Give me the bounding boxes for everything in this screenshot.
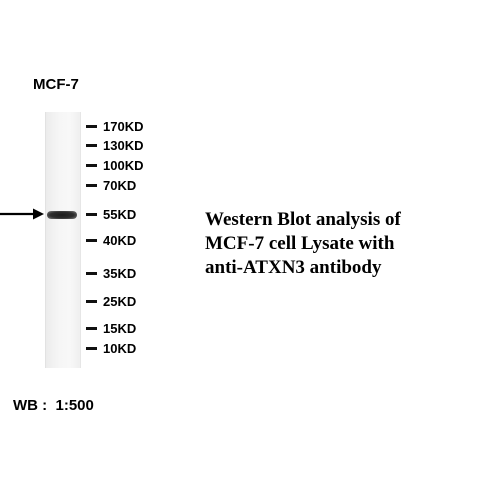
caption-line: anti-ATXN3 antibody xyxy=(205,257,382,278)
marker-tick xyxy=(86,124,97,128)
marker-label: 100KD xyxy=(103,157,144,173)
caption-line: Western Blot analysis of xyxy=(205,209,401,230)
caption-line: MCF-7 cell Lysate with xyxy=(205,233,395,254)
marker-25: 25KD xyxy=(86,293,137,309)
lane-label: MCF-7 xyxy=(33,76,79,93)
marker-label: 40KD xyxy=(103,232,137,248)
figure-caption: Western Blot analysis of MCF-7 cell Lysa… xyxy=(205,208,401,280)
marker-tick xyxy=(86,212,97,216)
marker-70: 70KD xyxy=(86,177,137,193)
marker-label: 25KD xyxy=(103,293,137,309)
marker-35: 35KD xyxy=(86,265,137,281)
marker-tick xyxy=(86,299,97,303)
marker-tick xyxy=(86,143,97,147)
marker-10: 10KD xyxy=(86,340,137,356)
marker-label: 170KD xyxy=(103,118,144,134)
marker-label: 70KD xyxy=(103,177,137,193)
arrow-right-icon xyxy=(0,208,44,220)
marker-label: 55KD xyxy=(103,206,137,222)
marker-170: 170KD xyxy=(86,118,144,134)
marker-tick xyxy=(86,238,97,242)
blot-lane xyxy=(45,112,81,368)
marker-tick xyxy=(86,346,97,350)
marker-55: 55KD xyxy=(86,206,137,222)
marker-tick xyxy=(86,163,97,167)
marker-label: 15KD xyxy=(103,320,137,336)
marker-100: 100KD xyxy=(86,157,144,173)
marker-label: 35KD xyxy=(103,265,137,281)
marker-130: 130KD xyxy=(86,137,144,153)
marker-tick xyxy=(86,271,97,275)
protein-band xyxy=(47,211,77,219)
dilution-label: WB : 1:500 xyxy=(13,397,94,414)
marker-tick xyxy=(86,326,97,330)
marker-40: 40KD xyxy=(86,232,137,248)
marker-15: 15KD xyxy=(86,320,137,336)
marker-label: 10KD xyxy=(103,340,137,356)
marker-tick xyxy=(86,183,97,187)
marker-label: 130KD xyxy=(103,137,144,153)
